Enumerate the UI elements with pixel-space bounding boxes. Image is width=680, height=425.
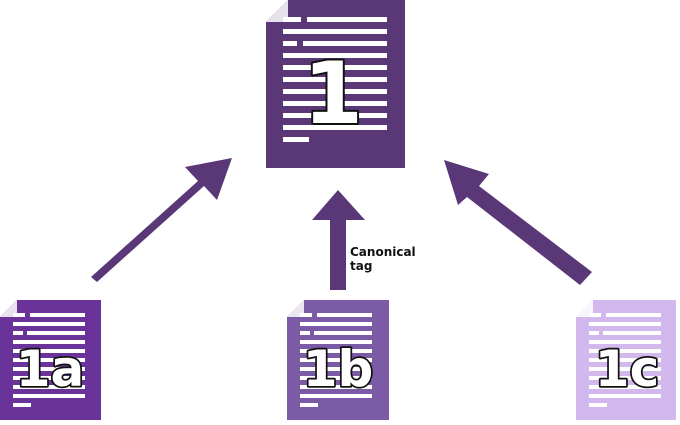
arrow-icon — [91, 158, 232, 282]
main-document-label: 1 — [303, 44, 363, 144]
duplicate-document-1a: 1a — [0, 300, 101, 420]
arrow-icon — [312, 190, 365, 290]
document-fold — [287, 300, 304, 317]
middle-arrow-label-line2: tag — [350, 259, 372, 273]
arrow-1b-to-1: Canonical tag — [312, 190, 416, 290]
document-fold — [266, 0, 288, 22]
arrow-icon — [444, 160, 592, 285]
duplicate-document-1c: 1c — [576, 300, 676, 420]
document-1c-label: 1c — [595, 340, 659, 398]
document-1a-label: 1a — [16, 340, 85, 398]
duplicate-document-1b: 1b — [287, 300, 389, 420]
arrow-1a-to-1: Canonical tag — [83, 158, 232, 282]
document-lines — [13, 313, 85, 407]
document-lines — [283, 17, 387, 142]
document-fold — [576, 300, 593, 317]
middle-arrow-label-line1: Canonical — [350, 245, 416, 259]
arrow-1c-to-1: Canonical tag — [444, 160, 592, 285]
document-lines — [589, 313, 661, 407]
main-document: 1 — [266, 0, 405, 168]
document-fold — [0, 300, 17, 317]
document-lines — [300, 313, 372, 407]
document-1b-label: 1b — [303, 340, 374, 398]
